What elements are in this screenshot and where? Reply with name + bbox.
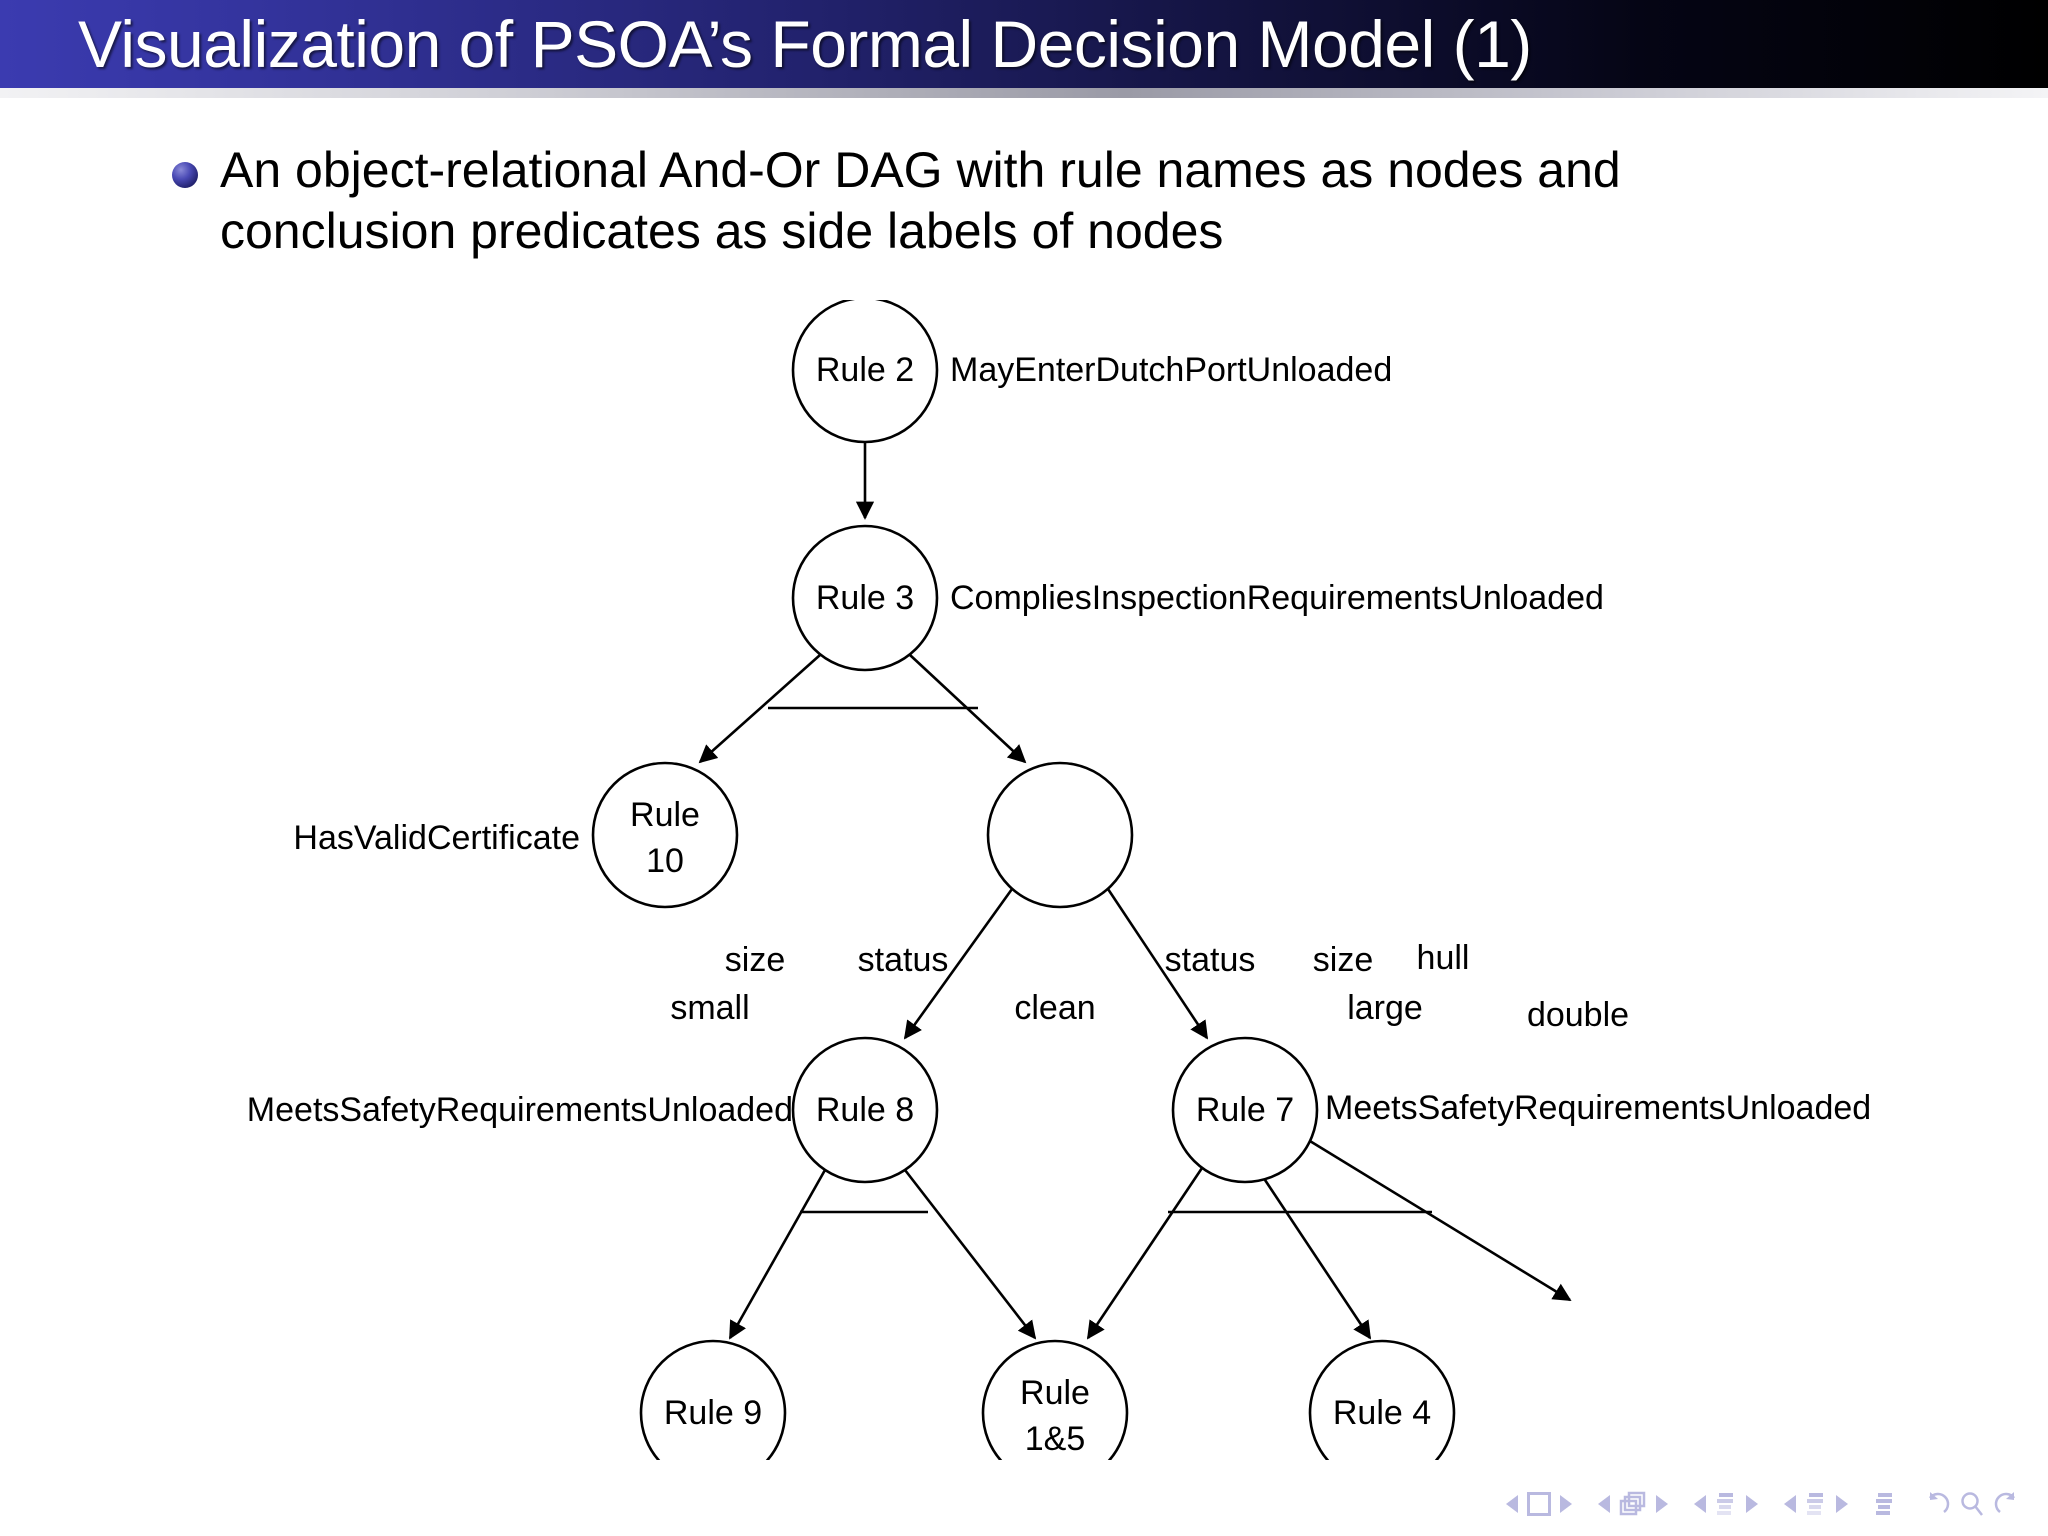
edge-label-hull: hull bbox=[1417, 939, 1470, 977]
side-label-rule3: CompliesInspectionRequirementsUnloaded bbox=[950, 579, 1604, 617]
edge-rule3-rule10 bbox=[698, 654, 821, 764]
prev-section-icon[interactable] bbox=[1694, 1495, 1706, 1513]
next-frame-icon[interactable] bbox=[1560, 1495, 1572, 1513]
next-section-icon-2[interactable] bbox=[1836, 1495, 1848, 1513]
edge-rule7-hull bbox=[1304, 1136, 1572, 1302]
frame-square-icon[interactable] bbox=[1527, 1492, 1551, 1516]
search-icon[interactable] bbox=[1959, 1490, 1985, 1518]
doc-lines-plain-icon[interactable] bbox=[1874, 1491, 1896, 1517]
edge-rule7-rule4 bbox=[1263, 1179, 1372, 1340]
node-circle bbox=[1171, 1036, 1319, 1184]
subsection-nav-group[interactable] bbox=[1598, 1491, 1668, 1517]
edge-rule7-rule15 bbox=[1086, 1167, 1204, 1340]
section-nav-group-1[interactable] bbox=[1694, 1491, 1758, 1517]
node-circle bbox=[791, 1036, 939, 1184]
doc-lines-icon-2[interactable] bbox=[1805, 1491, 1827, 1517]
side-label-rule10: HasValidCertificate bbox=[293, 819, 580, 857]
node-label-line1: Rule bbox=[1020, 1374, 1090, 1412]
edge-label-status-2: status bbox=[1165, 941, 1256, 979]
node-label: Rule 8 bbox=[816, 1091, 914, 1129]
section-nav-group-2[interactable] bbox=[1784, 1491, 1848, 1517]
node-or-unlabeled[interactable] bbox=[986, 761, 1134, 909]
bullet-item-label: An object-relational And-Or DAG with rul… bbox=[220, 142, 1621, 259]
node-rule2[interactable]: Rule 2 bbox=[791, 296, 939, 444]
next-section-icon[interactable] bbox=[1746, 1495, 1758, 1513]
edge-label-size-1: size bbox=[725, 941, 785, 979]
edge-label-double: double bbox=[1527, 996, 1629, 1034]
document-nav-group[interactable] bbox=[1874, 1491, 1896, 1517]
edge-rule8-rule15 bbox=[903, 1169, 1037, 1340]
node-label: Rule 3 bbox=[816, 579, 914, 617]
bullet-list: An object-relational And-Or DAG with rul… bbox=[172, 140, 1932, 262]
frame-nav-group[interactable] bbox=[1506, 1492, 1572, 1516]
node-rule8[interactable]: Rule 8 bbox=[791, 1036, 939, 1184]
doc-lines-icon[interactable] bbox=[1715, 1491, 1737, 1517]
side-label-rule8: MeetsSafetyRequirementsUnloaded bbox=[247, 1091, 793, 1129]
edge-label-status-1: status bbox=[858, 941, 949, 979]
edge-label-clean: clean bbox=[1014, 989, 1095, 1027]
title-underline-divider bbox=[0, 88, 2048, 98]
node-label: Rule 2 bbox=[816, 351, 914, 389]
node-label-line2: 10 bbox=[646, 842, 684, 880]
node-rule10[interactable]: Rule 10 bbox=[591, 761, 739, 909]
undo-arrow-icon[interactable] bbox=[1922, 1490, 1950, 1518]
slide-title-bar: Visualization of PSOA’s Formal Decision … bbox=[0, 0, 2048, 88]
list-item: An object-relational And-Or DAG with rul… bbox=[172, 140, 1932, 262]
node-label: Rule 9 bbox=[664, 1394, 762, 1432]
bullet-dot-icon bbox=[172, 162, 198, 188]
stacked-frames-icon[interactable] bbox=[1619, 1491, 1647, 1517]
node-rule7[interactable]: Rule 7 bbox=[1171, 1036, 1319, 1184]
edge-or-rule8 bbox=[903, 888, 1014, 1040]
history-nav-group[interactable] bbox=[1922, 1490, 2022, 1518]
node-label-line1: Rule bbox=[630, 796, 700, 834]
node-rule4[interactable]: Rule 4 bbox=[1308, 1339, 1456, 1487]
prev-section-icon-2[interactable] bbox=[1784, 1495, 1796, 1513]
node-label: Rule 4 bbox=[1333, 1394, 1431, 1432]
next-subsection-icon[interactable] bbox=[1656, 1495, 1668, 1513]
node-label: Rule 7 bbox=[1196, 1091, 1294, 1129]
side-label-rule2: MayEnterDutchPortUnloaded bbox=[950, 351, 1392, 389]
node-circle bbox=[986, 761, 1134, 909]
side-label-rule7: MeetsSafetyRequirementsUnloaded bbox=[1325, 1089, 1871, 1127]
prev-subsection-icon[interactable] bbox=[1598, 1495, 1610, 1513]
node-rule1and5[interactable]: Rule 1&5 bbox=[981, 1339, 1129, 1487]
edge-rule8-rule9 bbox=[728, 1169, 827, 1340]
node-label-line2: 1&5 bbox=[1025, 1420, 1086, 1458]
edge-label-large: large bbox=[1347, 989, 1423, 1027]
redo-arrow-icon[interactable] bbox=[1994, 1490, 2022, 1518]
node-rule3[interactable]: Rule 3 bbox=[791, 524, 939, 672]
node-circle bbox=[591, 761, 739, 909]
edge-label-small: small bbox=[670, 989, 749, 1027]
edge-or-rule7 bbox=[1106, 888, 1209, 1040]
node-circle bbox=[791, 524, 939, 672]
node-rule9[interactable]: Rule 9 bbox=[639, 1339, 787, 1487]
page-title: Visualization of PSOA’s Formal Decision … bbox=[78, 7, 1532, 81]
edge-label-size-2: size bbox=[1313, 941, 1373, 979]
and-or-dag-diagram: Rule 2 MayEnterDutchPortUnloaded Rule 3 … bbox=[0, 296, 2048, 1487]
prev-frame-icon[interactable] bbox=[1506, 1495, 1518, 1513]
beamer-navigation-bar bbox=[1506, 1490, 2022, 1518]
